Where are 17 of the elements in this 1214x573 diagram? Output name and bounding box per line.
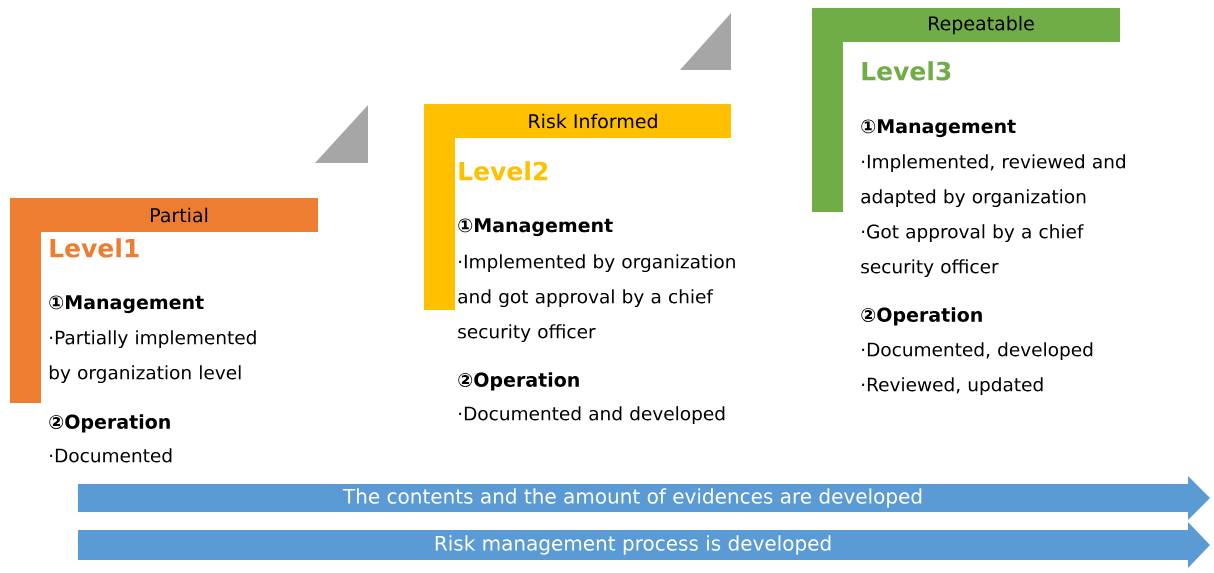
section-heading: ②Operation [458,372,579,391]
section-heading: ①Management [49,295,204,314]
level-heading: Level3 [862,61,951,81]
level-heading: Level1 [50,238,139,258]
level-heading: Level2 [459,161,548,181]
section-heading: ②Operation [861,307,982,326]
bullet-text: ·Reviewed, updated [862,377,1043,396]
bullet-text: ·Documented, developed [862,342,1093,361]
bullet-text: ·Documented and developed [459,406,725,425]
section-heading: ②Operation [49,414,170,433]
process-banner: The contents and the amount of evidences are developed [78,476,1210,520]
bullet-text: ·Partially implemented by organization level [49,330,256,384]
process-banner: Risk management process is developed [78,522,1210,568]
bullet-text: ·Documented [50,448,172,463]
section-heading: ①Management [458,218,613,237]
section-heading: ①Management [861,119,1016,138]
bullet-text: ·Got approval by a chief security officer [861,224,1084,278]
